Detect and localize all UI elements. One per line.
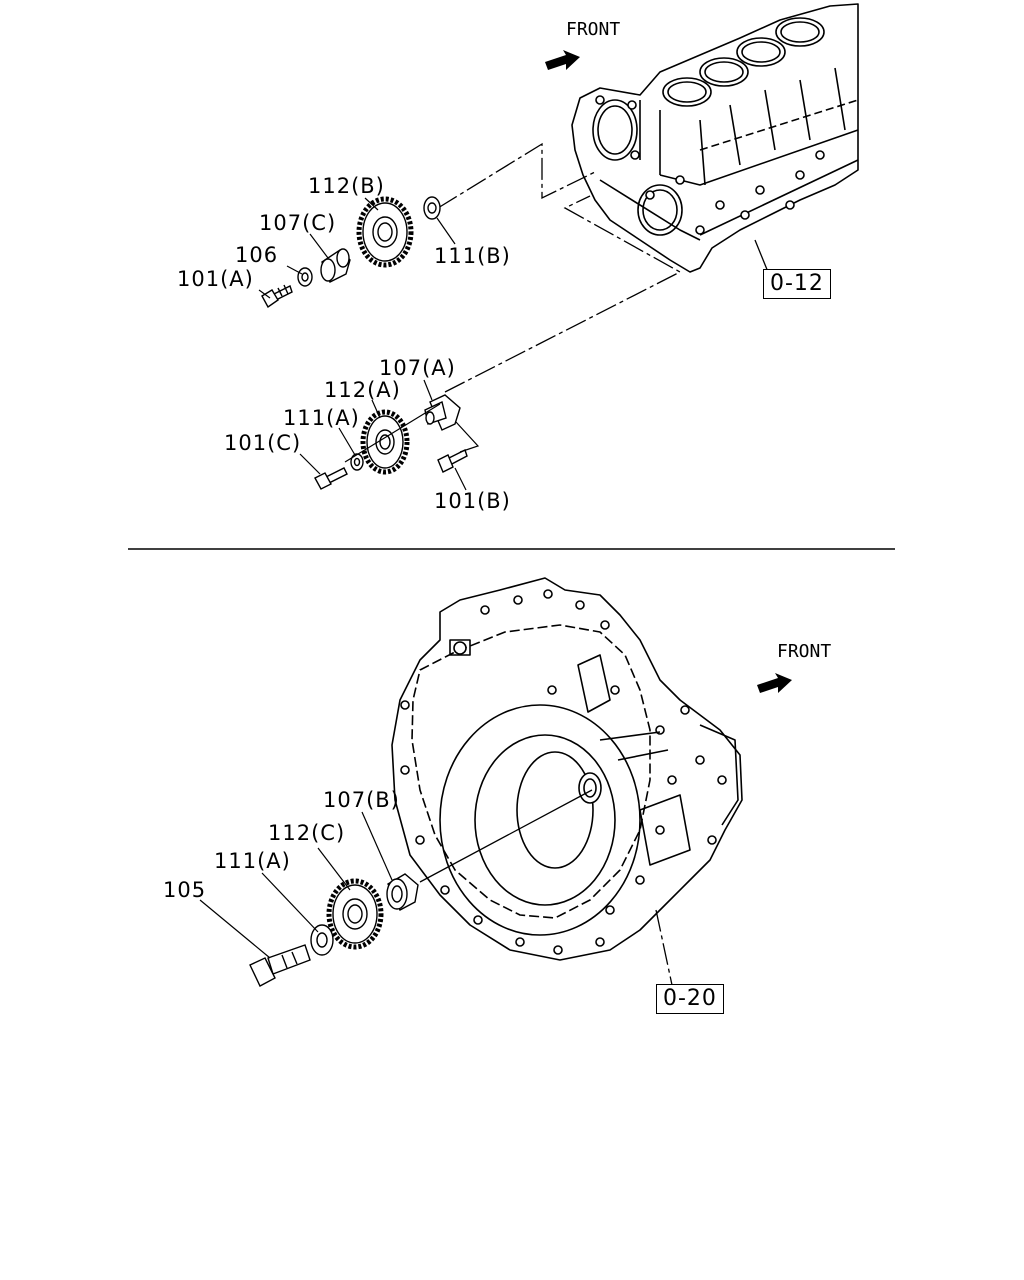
cylinder-block	[571, 3, 859, 273]
reference-box-0-20: 0-20	[656, 984, 724, 1014]
bushing-107c	[320, 248, 351, 283]
label-112a: 112(A)	[324, 378, 401, 402]
front-arrow-top	[545, 50, 580, 70]
front-label-top: FRONT	[566, 19, 621, 40]
label-107a: 107(A)	[379, 356, 456, 380]
label-111b: 111(B)	[434, 244, 511, 268]
bottom-phantom-lines	[419, 789, 673, 986]
washer-106	[297, 267, 313, 287]
washer-111b	[423, 196, 441, 220]
label-105: 105	[163, 878, 207, 902]
top-phantom-lines	[437, 142, 769, 393]
label-107c: 107(C)	[259, 211, 337, 235]
label-106: 106	[235, 243, 279, 267]
front-label-bottom: FRONT	[777, 641, 832, 662]
shaft-107a	[424, 394, 461, 431]
label-101c: 101(C)	[224, 431, 302, 455]
washer-111a-bottom	[310, 924, 334, 956]
washer-111a-top	[350, 453, 364, 471]
label-107b: 107(B)	[323, 788, 400, 812]
bottom-leader-lines	[199, 811, 393, 959]
label-111a-top: 111(A)	[283, 406, 360, 430]
bolt-101a	[261, 284, 293, 309]
gear-112a	[360, 409, 410, 475]
bolt-101b	[437, 449, 468, 473]
top-leader-lines	[258, 197, 480, 491]
label-101a: 101(A)	[177, 267, 254, 291]
flywheel-housing	[391, 577, 743, 961]
bushing-107b	[386, 873, 419, 911]
gear-112b	[356, 196, 414, 268]
bolt-105	[249, 944, 311, 987]
label-112b: 112(B)	[308, 174, 385, 198]
label-101b: 101(B)	[434, 489, 511, 513]
label-112c: 112(C)	[268, 821, 346, 845]
reference-box-0-12: 0-12	[763, 269, 831, 299]
front-arrow-bottom	[757, 673, 792, 693]
gear-112c	[326, 878, 384, 950]
label-111a-bottom: 111(A)	[214, 849, 291, 873]
bolt-101c	[314, 467, 348, 490]
